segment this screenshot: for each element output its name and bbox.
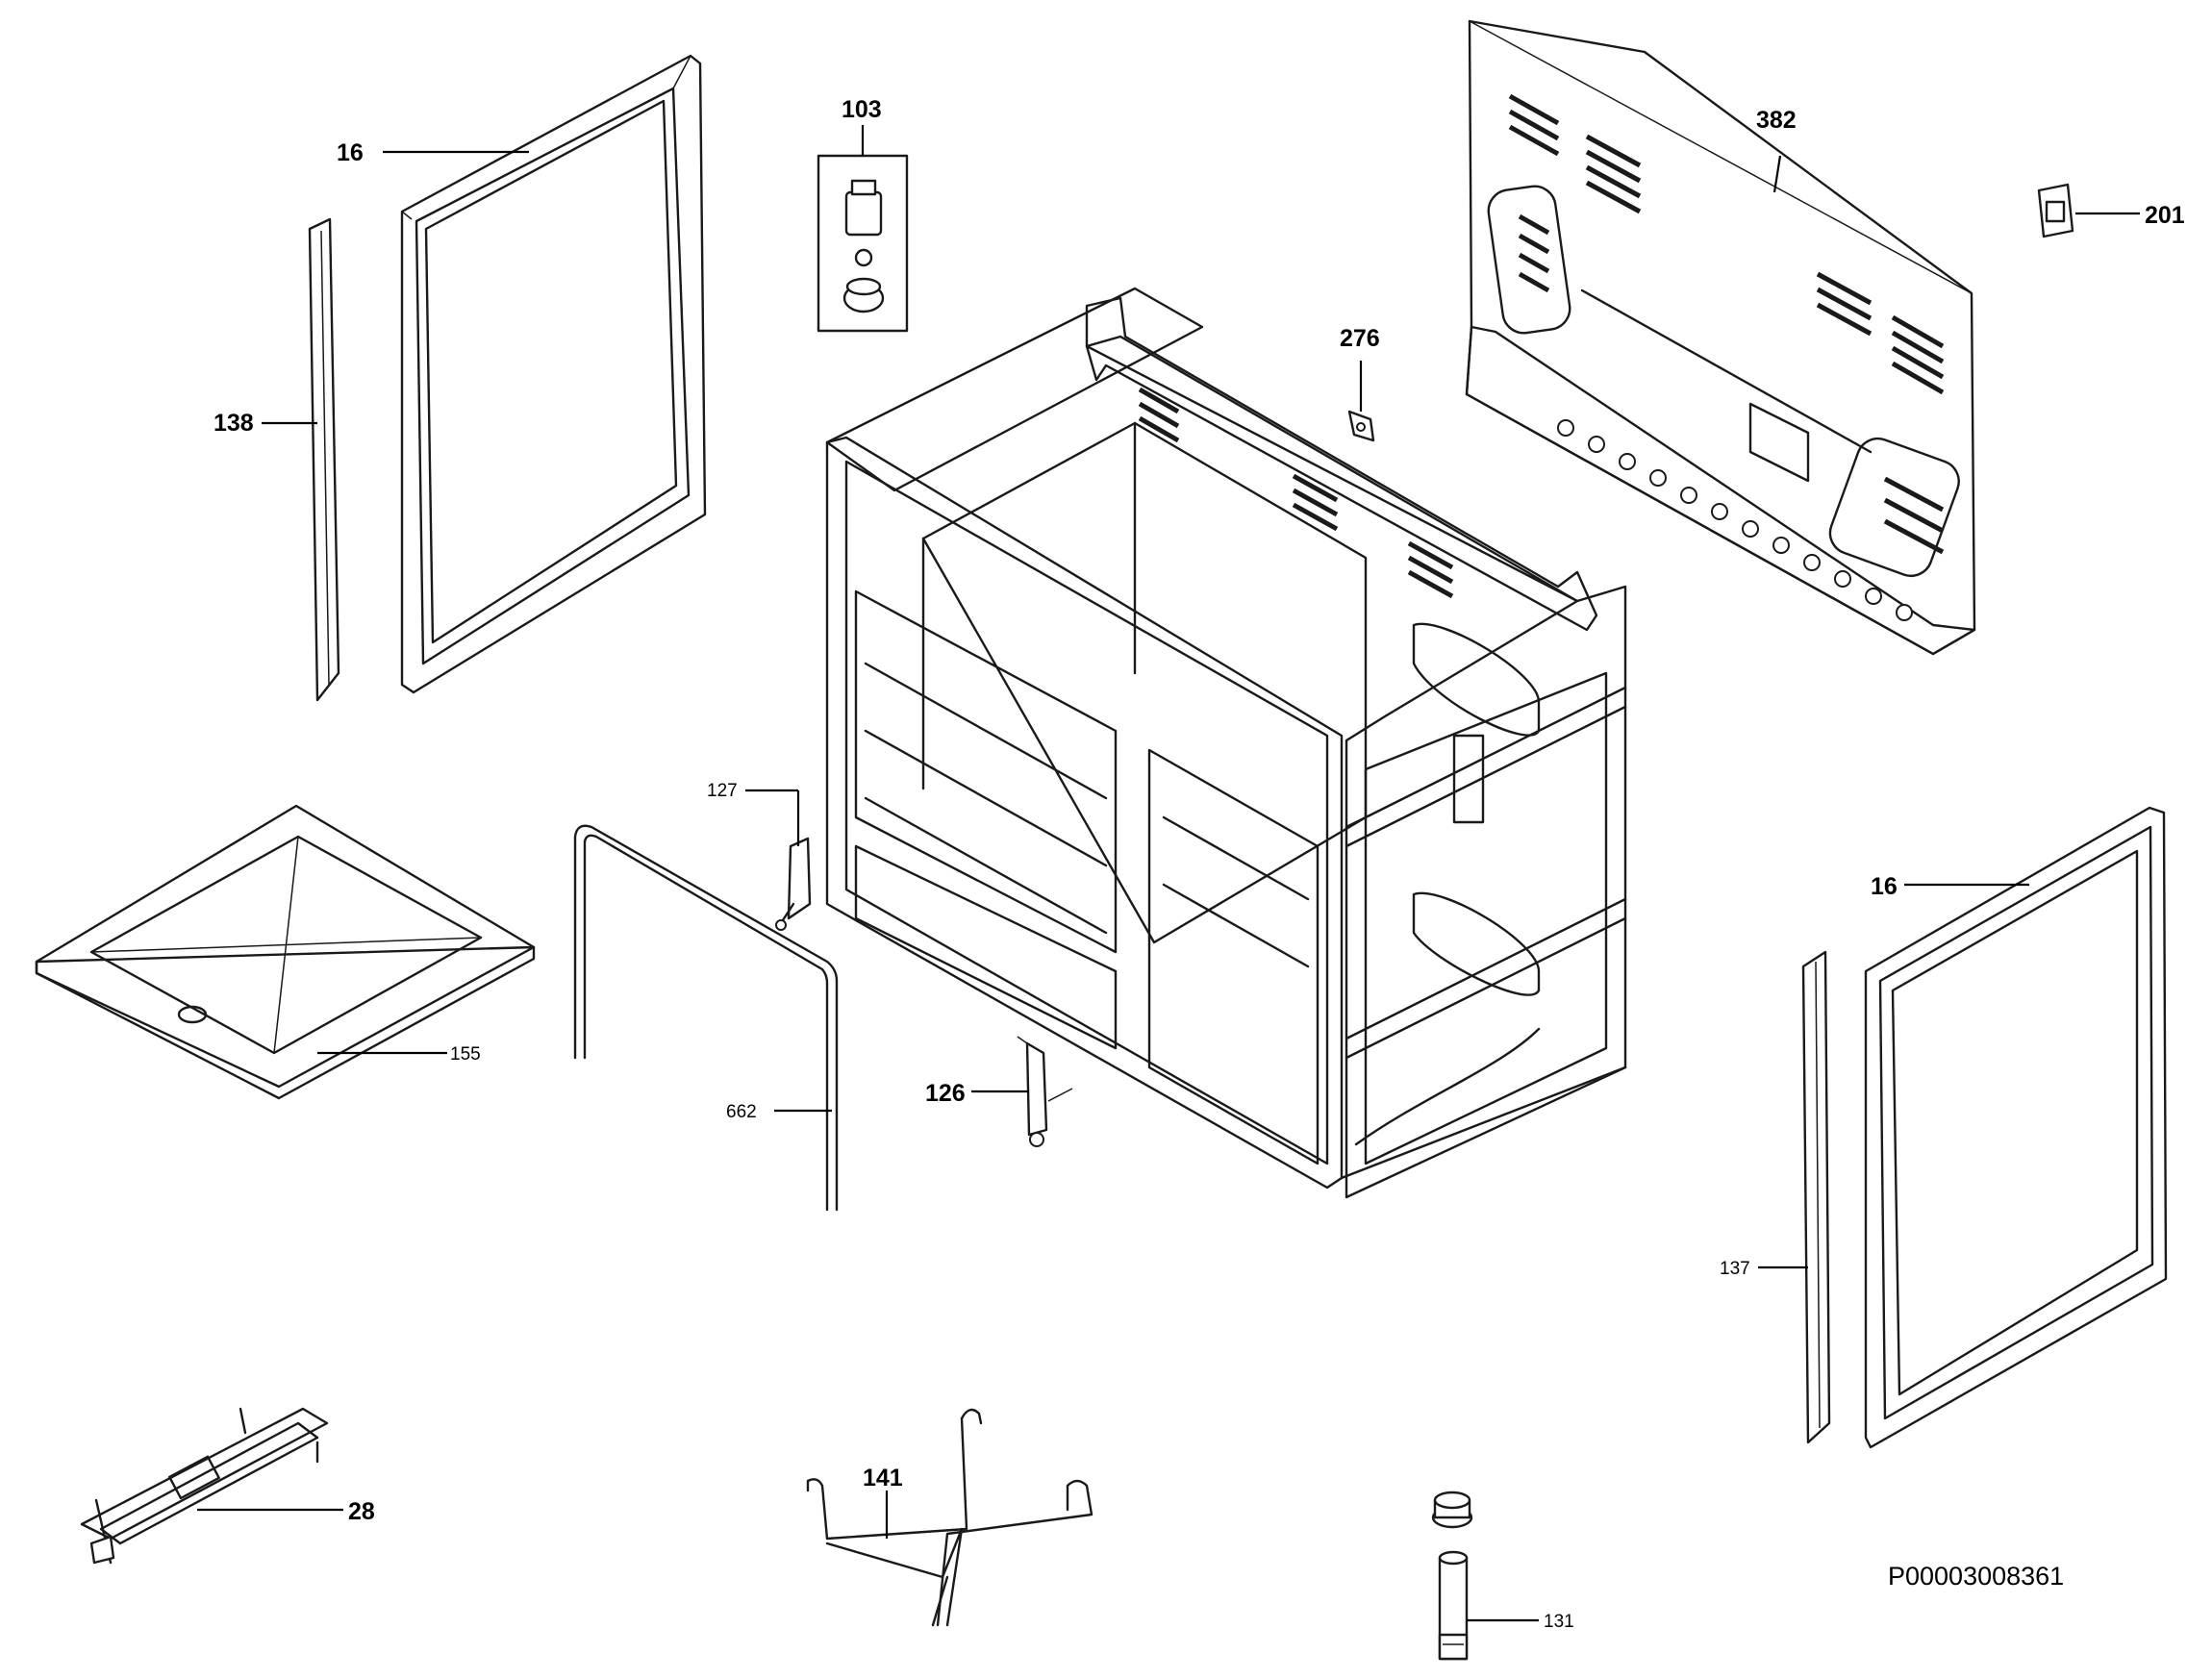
label-103: 103 bbox=[842, 96, 882, 123]
label-276: 276 bbox=[1340, 325, 1380, 352]
connector-201 bbox=[2037, 183, 2074, 238]
label-662: 662 bbox=[726, 1102, 757, 1122]
adjustable-foot-131 bbox=[1431, 1491, 1473, 1661]
label-141: 141 bbox=[863, 1465, 903, 1491]
hinge-bracket-127 bbox=[775, 837, 812, 931]
label-16-right: 16 bbox=[1871, 873, 1898, 900]
leader-lines bbox=[197, 125, 2140, 1622]
label-155: 155 bbox=[450, 1044, 481, 1065]
bracket-276 bbox=[1347, 410, 1375, 442]
side-panel-16-top bbox=[400, 54, 707, 694]
label-131: 131 bbox=[1544, 1612, 1574, 1632]
label-126: 126 bbox=[925, 1080, 966, 1107]
rear-panel-382 bbox=[1465, 19, 1976, 656]
label-28: 28 bbox=[348, 1498, 375, 1525]
wire-rack-141 bbox=[806, 1408, 1093, 1627]
label-138: 138 bbox=[214, 410, 254, 437]
hinge-bracket-126 bbox=[1017, 1036, 1073, 1147]
lamp-kit-103 bbox=[817, 154, 909, 333]
label-201: 201 bbox=[2145, 202, 2185, 229]
trim-strip-137 bbox=[1801, 950, 1831, 1444]
door-seal-662 bbox=[573, 824, 839, 1212]
trim-strip-138 bbox=[308, 217, 340, 702]
label-127: 127 bbox=[707, 781, 738, 801]
document-id: P00003008361 bbox=[1888, 1562, 2064, 1591]
grill-assembly-28 bbox=[80, 1407, 329, 1565]
label-137: 137 bbox=[1720, 1259, 1750, 1279]
bottom-tray-155 bbox=[35, 804, 536, 1100]
label-16-top: 16 bbox=[337, 139, 364, 166]
label-382: 382 bbox=[1756, 107, 1797, 134]
side-panel-16-right bbox=[1864, 806, 2168, 1449]
part-number-labels: 16 103 382 201 276 138 127 155 662 126 1… bbox=[214, 96, 2185, 1632]
oven-cabinet-frame bbox=[825, 287, 1627, 1199]
